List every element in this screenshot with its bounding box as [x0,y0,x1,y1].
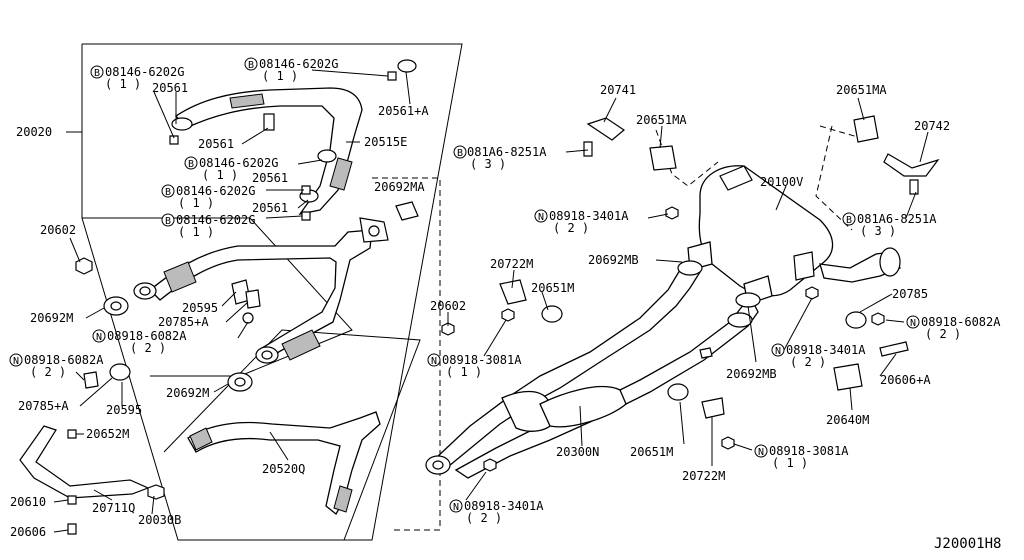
nut-symbol: N [96,332,102,343]
part-label: 20741 [600,83,636,97]
part-quantity: ( 2 ) [790,355,826,369]
part-label: 20692MB [588,253,639,267]
part-label: 20515E [364,135,407,149]
main-muffler-assembly [583,115,940,391]
leader-lines [53,69,929,533]
part-label: 08918-6082A [24,353,104,367]
part-quantity: ( 1 ) [202,168,238,182]
part-label: 20651MA [836,83,887,97]
part-quantity: ( 2 ) [30,365,66,379]
part-labels: 08146-6202G ( 1 ) 20561 20020 08146-6202… [10,57,1001,552]
part-quantity: ( 2 ) [466,511,502,525]
part-label: 20785 [892,287,928,301]
part-label: 20742 [914,119,950,133]
part-quantity: ( 1 ) [178,196,214,210]
bolt-symbol: B [94,68,100,79]
part-label: 20602 [430,299,466,313]
part-quantity: ( 3 ) [470,157,506,171]
part-label: 20785+A [158,315,209,329]
part-quantity: ( 3 ) [860,224,896,238]
part-label: 08918-3401A [549,209,629,223]
part-label: 20692MA [374,180,425,194]
part-label: 08146-6202G [176,184,255,198]
part-label: 20561 [152,81,188,95]
part-label: 20785+A [18,399,69,413]
part-label: 20722M [682,469,725,483]
part-quantity: ( 2 ) [553,221,589,235]
part-label: 081A6-8251A [467,145,547,159]
diagram-outlines [81,43,869,541]
part-label: 20561 [198,137,234,151]
part-label: 08918-6082A [107,329,187,343]
part-quantity: ( 1 ) [178,225,214,239]
nut-symbol: N [758,447,764,458]
part-label: 081A6-8251A [857,212,937,226]
part-label: 20606 [10,525,46,539]
diagram-id: J20001H8 [934,536,1001,552]
bolt-symbol: B [846,215,852,226]
nut-symbol: N [538,212,544,223]
part-label: 08918-3401A [464,499,544,513]
part-quantity: ( 1 ) [446,365,482,379]
symbol-markers: B B B B B B B N N N N N N N N [9,57,920,513]
part-label: 08146-6202G [259,57,338,71]
part-label: 20651M [531,281,574,295]
part-label: 20640M [826,413,869,427]
part-label: 20692MB [726,367,777,381]
nut-symbol: N [13,356,19,367]
part-label: 20652M [86,427,129,441]
part-label: 20692M [166,386,209,400]
group-label-main-muffler: 20100V [760,175,803,189]
part-label: 20561 [252,171,288,185]
nut-symbol: N [453,502,459,513]
part-label: 20651M [630,445,673,459]
part-label: 20030B [138,513,181,527]
part-label: 20595 [182,301,218,315]
part-label: 20606+A [880,373,931,387]
part-quantity: ( 2 ) [130,341,166,355]
part-label: 08918-3401A [786,343,866,357]
front-exhaust-tube-assembly [19,59,455,535]
part-label: 20651MA [636,113,687,127]
part-label: 20520Q [262,462,305,476]
bolt-symbol: B [248,60,254,71]
part-label: 20692M [30,311,73,325]
part-label: 08146-6202G [199,156,278,170]
bolt-symbol: B [165,187,171,198]
part-label: 08146-6202G [105,65,184,79]
bolt-symbol: B [165,216,171,227]
group-label-center-tube: 20300N [556,445,599,459]
part-label: 20610 [10,495,46,509]
bolt-symbol: B [457,148,463,159]
center-tube-assembly [425,261,759,479]
nut-symbol: N [431,356,437,367]
nut-symbol: N [910,318,916,329]
group-label-front-tube: 20020 [16,125,52,139]
bolt-symbol: B [188,159,194,170]
part-label: 20561 [252,201,288,215]
part-quantity: ( 1 ) [262,69,298,83]
part-label: 20711Q [92,501,135,515]
part-quantity: ( 1 ) [105,77,141,91]
part-label: 08918-3081A [442,353,522,367]
part-label: 08918-3081A [769,444,849,458]
part-label: 20561+A [378,104,429,118]
part-label: 20595 [106,403,142,417]
part-label: 20722M [490,257,533,271]
part-quantity: ( 1 ) [772,456,808,470]
part-label: 08146-6202G [176,213,255,227]
part-label: 20602 [40,223,76,237]
nut-symbol: N [775,346,781,357]
part-quantity: ( 2 ) [925,327,961,341]
part-label: 08918-6082A [921,315,1001,329]
